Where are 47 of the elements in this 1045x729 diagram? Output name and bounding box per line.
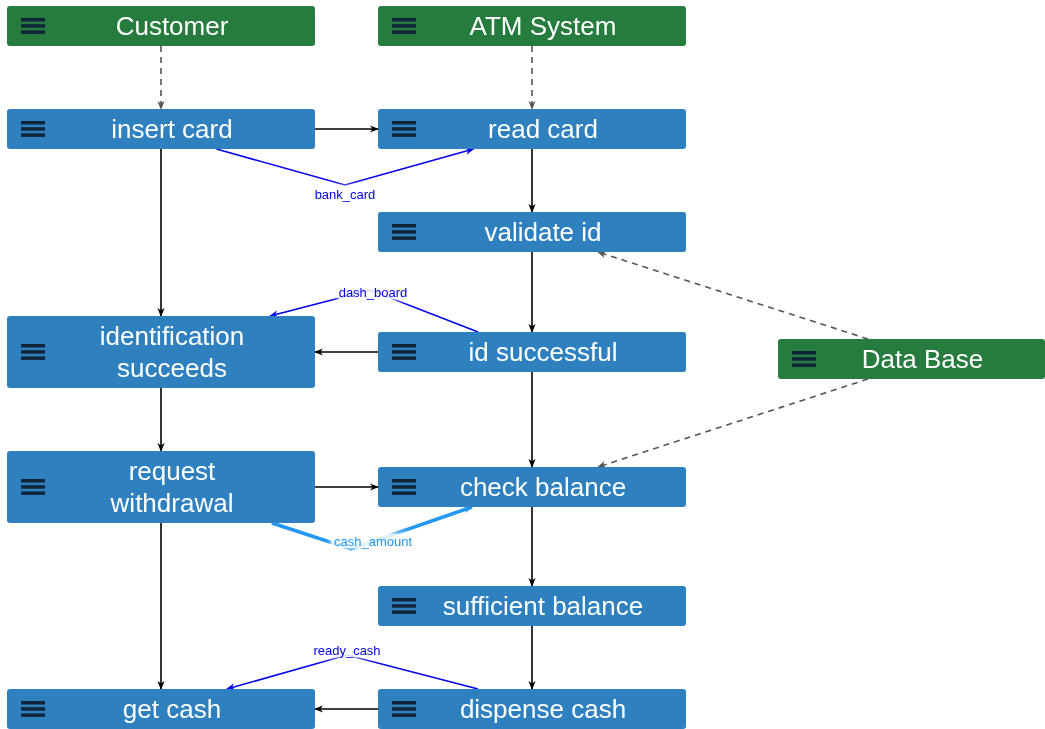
- arrow: [528, 251, 536, 333]
- node-label: Data Base: [860, 343, 985, 375]
- arrow: [157, 387, 165, 452]
- arrow: [215, 147, 475, 186]
- process-box: [378, 467, 686, 507]
- arrow: [528, 506, 536, 587]
- arrow: [528, 625, 536, 690]
- process-box: [7, 109, 315, 149]
- process-box: [378, 332, 686, 372]
- process-box: [7, 451, 315, 523]
- node-label: id successful: [467, 336, 619, 368]
- arrow: [157, 522, 165, 690]
- node-label: sufficient balance: [441, 590, 645, 622]
- edge-label: bank_card: [311, 186, 379, 202]
- process-box: [778, 339, 1045, 379]
- arrow: [314, 125, 379, 133]
- process-box: [378, 6, 686, 46]
- arrow: [528, 148, 536, 213]
- arrow: [157, 45, 165, 110]
- arrow: [528, 45, 536, 110]
- node-label: ATM System: [468, 10, 618, 42]
- process-box: [378, 586, 686, 626]
- process-box: [378, 689, 686, 729]
- process-box: [7, 689, 315, 729]
- edge-label: dash_board: [335, 284, 411, 300]
- arrow: [314, 705, 379, 713]
- process-box: [378, 109, 686, 149]
- arrow: [157, 148, 165, 317]
- node-label: Customer: [114, 10, 230, 42]
- process-box: [378, 212, 686, 252]
- node-label: insert card: [110, 113, 234, 145]
- node-label: get cash: [121, 693, 223, 725]
- node-label: dispense cash: [458, 693, 628, 725]
- arrow: [597, 378, 869, 468]
- node-label: identification succeeds: [98, 320, 246, 384]
- arrow: [314, 348, 379, 356]
- arrow: [314, 483, 379, 491]
- node-label: check balance: [458, 471, 628, 503]
- process-box: [7, 316, 315, 388]
- node-label: read card: [487, 113, 599, 145]
- node-label: validate id: [483, 216, 603, 248]
- arrow: [597, 251, 869, 340]
- edge-label: cash_amount: [330, 533, 416, 549]
- arrow: [528, 371, 536, 468]
- edge-label: ready_cash: [310, 642, 384, 658]
- process-box: [7, 6, 315, 46]
- node-label: request withdrawal: [109, 455, 235, 519]
